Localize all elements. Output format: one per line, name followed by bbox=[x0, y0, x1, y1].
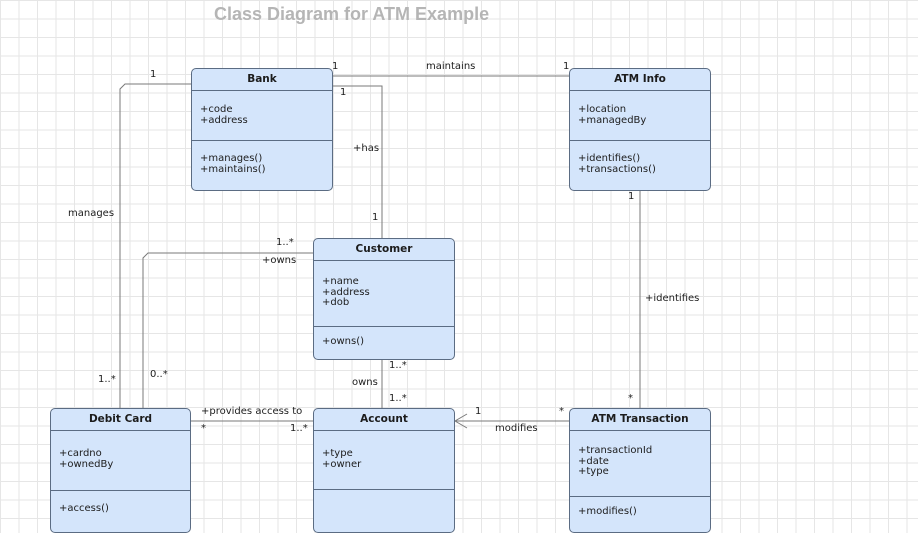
operation: +modifies() bbox=[578, 506, 637, 517]
attribute: +code bbox=[200, 104, 233, 115]
multiplicity: 1 bbox=[332, 61, 339, 72]
operation: +manages() bbox=[200, 153, 263, 164]
multiplicity: 1 bbox=[628, 191, 635, 202]
multiplicity: 0..* bbox=[150, 369, 168, 380]
attribute: +location bbox=[578, 104, 627, 115]
operations-section: +access() bbox=[51, 491, 190, 515]
operation: +owns() bbox=[322, 336, 365, 347]
attribute: +address bbox=[200, 114, 248, 126]
multiplicity: * bbox=[201, 423, 206, 434]
assoc-label-manages: manages bbox=[68, 208, 115, 219]
assoc-label-identifies: +identifies bbox=[645, 293, 700, 304]
attributes-section: +transactionId +date +type bbox=[570, 431, 710, 497]
assoc-label-owns: +owns bbox=[262, 255, 297, 266]
multiplicity: 1 bbox=[340, 87, 347, 98]
multiplicity: 1 bbox=[372, 212, 379, 223]
class-debit-card[interactable]: Debit Card +cardno +ownedBy +access() bbox=[50, 408, 191, 533]
attribute: +address bbox=[322, 286, 370, 298]
multiplicity: 1 bbox=[475, 406, 482, 417]
class-name: ATM Transaction bbox=[570, 409, 710, 431]
multiplicity: * bbox=[559, 406, 564, 417]
operation: +transactions() bbox=[578, 163, 656, 175]
assoc-label-provides-access: +provides access to bbox=[201, 406, 303, 417]
class-name: ATM Info bbox=[570, 69, 710, 91]
attributes-section: +name +address +dob bbox=[314, 261, 454, 327]
class-account[interactable]: Account +type +owner bbox=[313, 408, 455, 533]
assoc-label-maintains: maintains bbox=[426, 61, 476, 72]
attribute: +owner bbox=[322, 458, 362, 470]
attribute: +dob bbox=[322, 297, 350, 308]
attribute: +managedBy bbox=[578, 114, 647, 126]
assoc-line-manages[interactable] bbox=[119, 83, 191, 408]
operations-section: +modifies() bbox=[570, 497, 710, 518]
assoc-label-modifies: modifies bbox=[495, 423, 538, 434]
attribute: +type bbox=[578, 466, 609, 477]
assoc-label-owns: owns bbox=[352, 377, 378, 388]
class-name: Bank bbox=[192, 69, 332, 91]
attribute: +ownedBy bbox=[59, 458, 114, 470]
multiplicity: 1..* bbox=[276, 237, 294, 248]
assoc-line-owns-card[interactable] bbox=[142, 252, 313, 408]
attribute: +date bbox=[578, 455, 609, 467]
operations-section: +manages() +maintains() bbox=[192, 141, 332, 175]
page-title: Class Diagram for ATM Example bbox=[214, 4, 490, 24]
class-customer[interactable]: Customer +name +address +dob +owns() bbox=[313, 238, 455, 360]
operations-section: +identifies() +transactions() bbox=[570, 141, 710, 175]
attributes-section: +type +owner bbox=[314, 431, 454, 490]
class-name: Account bbox=[314, 409, 454, 431]
attribute: +transactionId bbox=[578, 445, 653, 456]
class-atm-transaction[interactable]: ATM Transaction +transactionId +date +ty… bbox=[569, 408, 711, 533]
multiplicity: 1 bbox=[563, 61, 570, 72]
attributes-section: +cardno +ownedBy bbox=[51, 431, 190, 491]
class-name: Debit Card bbox=[51, 409, 190, 431]
multiplicity: 1..* bbox=[98, 374, 116, 385]
operations-section: +owns() bbox=[314, 327, 454, 348]
operation: +identifies() bbox=[578, 153, 641, 164]
assoc-line-has[interactable] bbox=[332, 85, 383, 238]
attribute: +name bbox=[322, 276, 359, 287]
association-lines bbox=[119, 75, 641, 429]
multiplicity: 1 bbox=[150, 69, 157, 80]
attributes-section: +location +managedBy bbox=[570, 91, 710, 141]
arrow-head bbox=[454, 413, 468, 429]
operation: +access() bbox=[59, 503, 109, 514]
attributes-section: +code +address bbox=[192, 91, 332, 141]
multiplicity: 1..* bbox=[290, 423, 308, 434]
class-bank[interactable]: Bank +code +address +manages() +maintain… bbox=[191, 68, 333, 191]
multiplicity: 1..* bbox=[389, 393, 407, 404]
multiplicity: * bbox=[628, 393, 633, 404]
attribute: +type bbox=[322, 448, 353, 459]
attribute: +cardno bbox=[59, 448, 102, 459]
class-atm-info[interactable]: ATM Info +location +managedBy +identifie… bbox=[569, 68, 711, 191]
class-name: Customer bbox=[314, 239, 454, 261]
multiplicity: 1..* bbox=[389, 360, 407, 371]
operation: +maintains() bbox=[200, 163, 266, 175]
assoc-label-has: +has bbox=[353, 143, 380, 154]
